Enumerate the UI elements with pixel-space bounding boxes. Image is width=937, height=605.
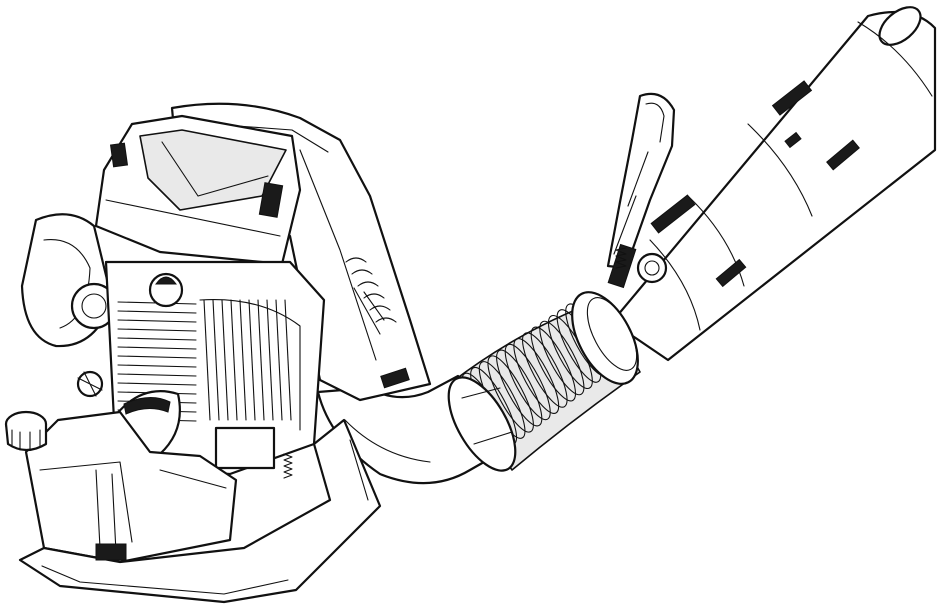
frame-ribs — [345, 257, 397, 323]
cooling-fin — [117, 346, 197, 350]
cooling-fin — [203, 299, 211, 421]
cooling-fin — [248, 299, 256, 421]
cooling-fin — [117, 382, 197, 386]
cooling-fin — [221, 299, 229, 421]
cooling-fin — [212, 299, 220, 421]
hose-ring — [513, 338, 560, 414]
cooling-fin — [239, 299, 247, 421]
hose-ring — [539, 320, 585, 396]
cooling-fin — [117, 319, 197, 323]
hose-ring — [487, 355, 534, 433]
hose-ring — [522, 332, 568, 408]
cooling-fin — [257, 299, 265, 421]
cooling-fin — [230, 299, 238, 421]
hose-ring — [496, 349, 543, 427]
cooling-fin — [117, 373, 197, 377]
cooling-fin — [284, 299, 292, 421]
fuel-cap — [4, 410, 48, 452]
cooling-fin — [117, 364, 197, 368]
cooling-fin — [117, 328, 197, 332]
damper-springs — [283, 247, 627, 479]
engine-cover — [94, 114, 302, 266]
blower-housing — [20, 213, 118, 348]
throttle-handle — [606, 92, 676, 289]
cooling-fin — [117, 355, 197, 359]
cooling-fin — [117, 310, 197, 314]
cooling-fin — [266, 299, 274, 421]
fuel-tank — [24, 410, 238, 564]
cooling-fin — [117, 337, 197, 341]
tube-ribs — [650, 80, 860, 288]
hose-ring — [504, 343, 551, 421]
cooling-fin — [275, 299, 283, 421]
hose-ring — [530, 326, 576, 402]
base-plate — [18, 418, 382, 604]
blower-tube — [610, 6, 937, 362]
elbow-tube — [316, 374, 517, 485]
